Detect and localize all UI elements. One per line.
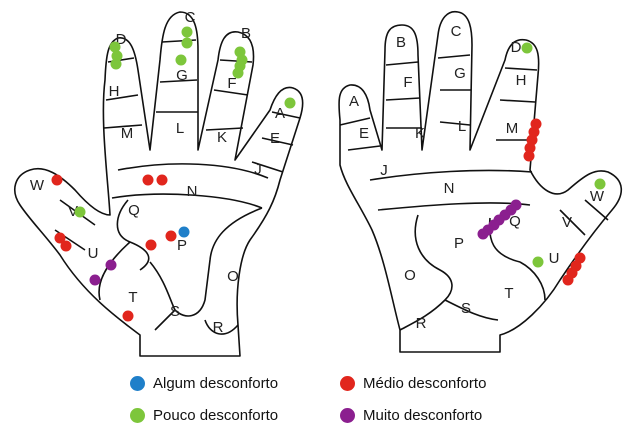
right-region-a: A (349, 93, 359, 110)
right-region-o: O (404, 267, 416, 284)
legend-swatch-algum (130, 376, 145, 391)
left-region-t: T (128, 289, 137, 306)
marker-pouco (182, 38, 193, 49)
left-region-b: B (241, 25, 251, 42)
left-region-l: L (176, 120, 184, 137)
marker-medio (146, 240, 157, 251)
legend-label-medio: Médio desconforto (363, 375, 486, 392)
marker-pouco (233, 68, 244, 79)
legend-label-algum: Algum desconforto (153, 375, 278, 392)
marker-pouco (111, 59, 122, 70)
marker-algum (179, 227, 190, 238)
marker-pouco (533, 257, 544, 268)
left-region-m: M (121, 125, 134, 142)
left-region-c: C (185, 9, 196, 26)
legend-label-pouco: Pouco desconforto (153, 407, 278, 424)
left-region-w: W (30, 177, 45, 194)
left-region-g: G (176, 67, 188, 84)
marker-muito (478, 229, 489, 240)
right-region-h: H (516, 72, 527, 89)
marker-pouco (75, 207, 86, 218)
right-region-g: G (454, 65, 466, 82)
right-region-e: E (359, 125, 369, 142)
left-region-u: U (88, 245, 99, 262)
marker-pouco (176, 55, 187, 66)
right-region-p: P (454, 235, 464, 252)
right-region-w: W (590, 188, 605, 205)
right-region-j: J (380, 162, 388, 179)
marker-muito (106, 260, 117, 271)
marker-medio (143, 175, 154, 186)
marker-medio (157, 175, 168, 186)
left-region-p: P (177, 237, 187, 254)
marker-medio (61, 241, 72, 252)
left-region-k: K (217, 129, 227, 146)
marker-pouco (595, 179, 606, 190)
right-region-d: D (511, 39, 522, 56)
legend-algum: Algum desconforto (130, 375, 278, 392)
marker-pouco (522, 43, 533, 54)
legend-muito: Muito desconforto (340, 407, 482, 424)
right-hand-outline (339, 12, 621, 352)
marker-medio (563, 275, 574, 286)
left-region-j: J (254, 161, 262, 178)
right-region-q: Q (509, 213, 521, 230)
discomfort-markers (52, 27, 606, 322)
marker-pouco (182, 27, 193, 38)
right-region-t: T (504, 285, 513, 302)
marker-muito (90, 275, 101, 286)
legend-swatch-medio (340, 376, 355, 391)
right-region-r: R (416, 315, 427, 332)
left-region-q: Q (128, 202, 140, 219)
marker-medio (123, 311, 134, 322)
marker-pouco (285, 98, 296, 109)
right-region-v: V (562, 214, 572, 231)
legend-swatch-pouco (130, 408, 145, 423)
right-region-k: K (415, 125, 425, 142)
left-region-n: N (187, 183, 198, 200)
right-region-c: C (451, 23, 462, 40)
right-region-b: B (396, 34, 406, 51)
right-hand (339, 12, 621, 352)
left-region-e: E (270, 130, 280, 147)
right-region-l: L (458, 118, 466, 135)
right-region-n: N (444, 180, 455, 197)
right-region-u: U (549, 250, 560, 267)
marker-medio (524, 151, 535, 162)
legend-medio: Médio desconforto (340, 375, 486, 392)
right-region-f: F (403, 74, 412, 91)
right-region-m: M (506, 120, 519, 137)
marker-medio (52, 175, 63, 186)
legend-pouco: Pouco desconforto (130, 407, 278, 424)
left-region-h: H (109, 83, 120, 100)
left-region-a: A (275, 105, 285, 122)
legend-label-muito: Muito desconforto (363, 407, 482, 424)
left-region-s: S (170, 303, 180, 320)
right-region-labels: A B C D E F G H J K L M N O P Q R S T U V W (349, 23, 605, 332)
left-region-r: R (213, 319, 224, 336)
left-region-o: O (227, 268, 239, 285)
marker-medio (166, 231, 177, 242)
right-region-s: S (461, 300, 471, 317)
legend-swatch-muito (340, 408, 355, 423)
